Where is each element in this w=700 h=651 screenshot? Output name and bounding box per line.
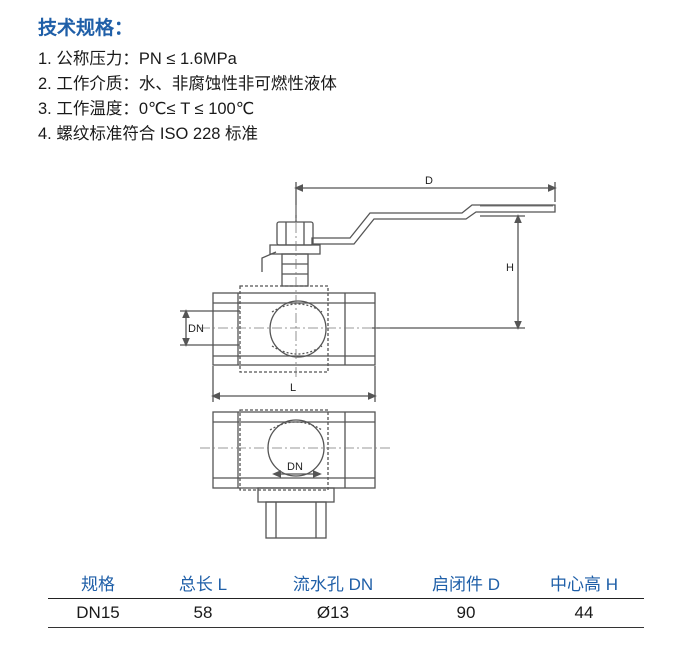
label-l: L [290,382,296,394]
ball-side [269,300,327,358]
dim-d [294,182,557,222]
dim-l [211,366,377,402]
table-bottom-rule [48,627,644,628]
dim-h [372,214,525,330]
table-row: DN15 58 Ø13 90 44 [48,599,644,627]
header-spec: 规格 [81,575,115,594]
spec-item-medium: 2. 工作介质：水、非腐蚀性非可燃性液体 [38,75,337,93]
cell-height: 44 [574,603,594,622]
valve-technical-drawing: D H DN L DN [180,175,557,539]
spec-item-temperature: 3. 工作温度：0℃≤ T ≤ 100℃ [38,100,255,118]
valve-body-side [212,285,376,373]
header-height: 中心高 H [550,575,618,594]
spec-list: 1. 公称压力：PN ≤ 1.6MPa 2. 工作介质：水、非腐蚀性非可燃性液体… [38,47,337,147]
label-dn-side: DN [188,323,204,335]
valve-body-plan [212,409,376,539]
table-rule [48,598,644,599]
handle-lever [311,204,556,245]
dim-dn-side [180,309,240,347]
spec-heading: 技术规格： [38,18,134,39]
header-handle: 启闭件 D [432,575,500,594]
spec-table: 规格 总长 L 流水孔 DN 启闭件 D 中心高 H DN15 58 Ø13 9… [48,572,644,628]
header-bore: 流水孔 DN [292,575,374,594]
cell-handle: 90 [456,603,476,622]
stem-nut [261,221,321,287]
table-header-row: 规格 总长 L 流水孔 DN 启闭件 D 中心高 H [48,572,644,598]
cell-length: 58 [193,603,213,622]
spec-item-thread: 4. 螺纹标准符合 ISO 228 标准 [38,125,259,143]
spec-item-pressure: 1. 公称压力：PN ≤ 1.6MPa [38,50,237,68]
label-dn-plan: DN [287,461,303,473]
header-length: 总长 L [178,575,228,594]
cell-bore: Ø13 [316,603,350,622]
cell-spec: DN15 [76,603,120,622]
label-d: D [425,175,433,187]
label-h: H [506,262,514,274]
